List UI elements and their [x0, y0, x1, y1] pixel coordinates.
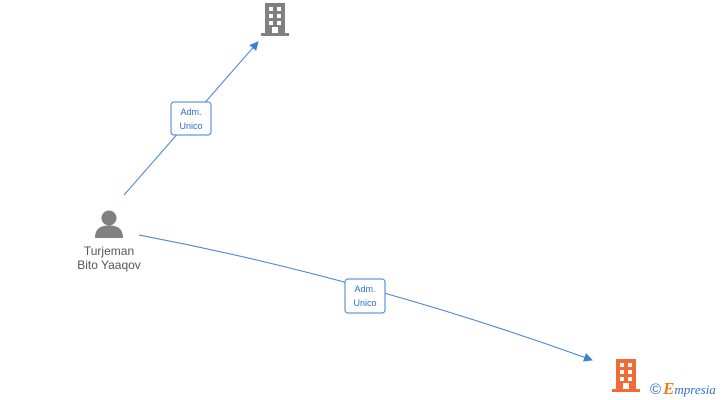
person-name-line2: Bito Yaaqov	[77, 258, 141, 272]
person-icon[interactable]	[95, 210, 123, 239]
copyright-symbol: ©	[650, 380, 662, 398]
person-name-line1: Turjeman	[83, 244, 135, 258]
brand-logo: E mpresia	[663, 379, 716, 399]
edge-label-line1: Adm.	[180, 107, 201, 117]
edge-label-line1: Adm.	[354, 284, 375, 294]
edge-label[interactable]: Adm. Unico	[344, 278, 386, 314]
brand-initial: E	[663, 379, 675, 398]
building-icon[interactable]	[261, 3, 289, 36]
edge-label-line2: Unico	[179, 121, 202, 131]
watermark: © E mpresia	[650, 378, 716, 400]
brand-rest: mpresia	[674, 382, 716, 397]
edge-label[interactable]: Adm. Unico	[170, 101, 212, 136]
edge-label-line2: Unico	[353, 298, 376, 308]
person-name[interactable]: Turjeman Bito Yaaqov	[50, 244, 168, 272]
building-icon[interactable]	[612, 359, 640, 392]
